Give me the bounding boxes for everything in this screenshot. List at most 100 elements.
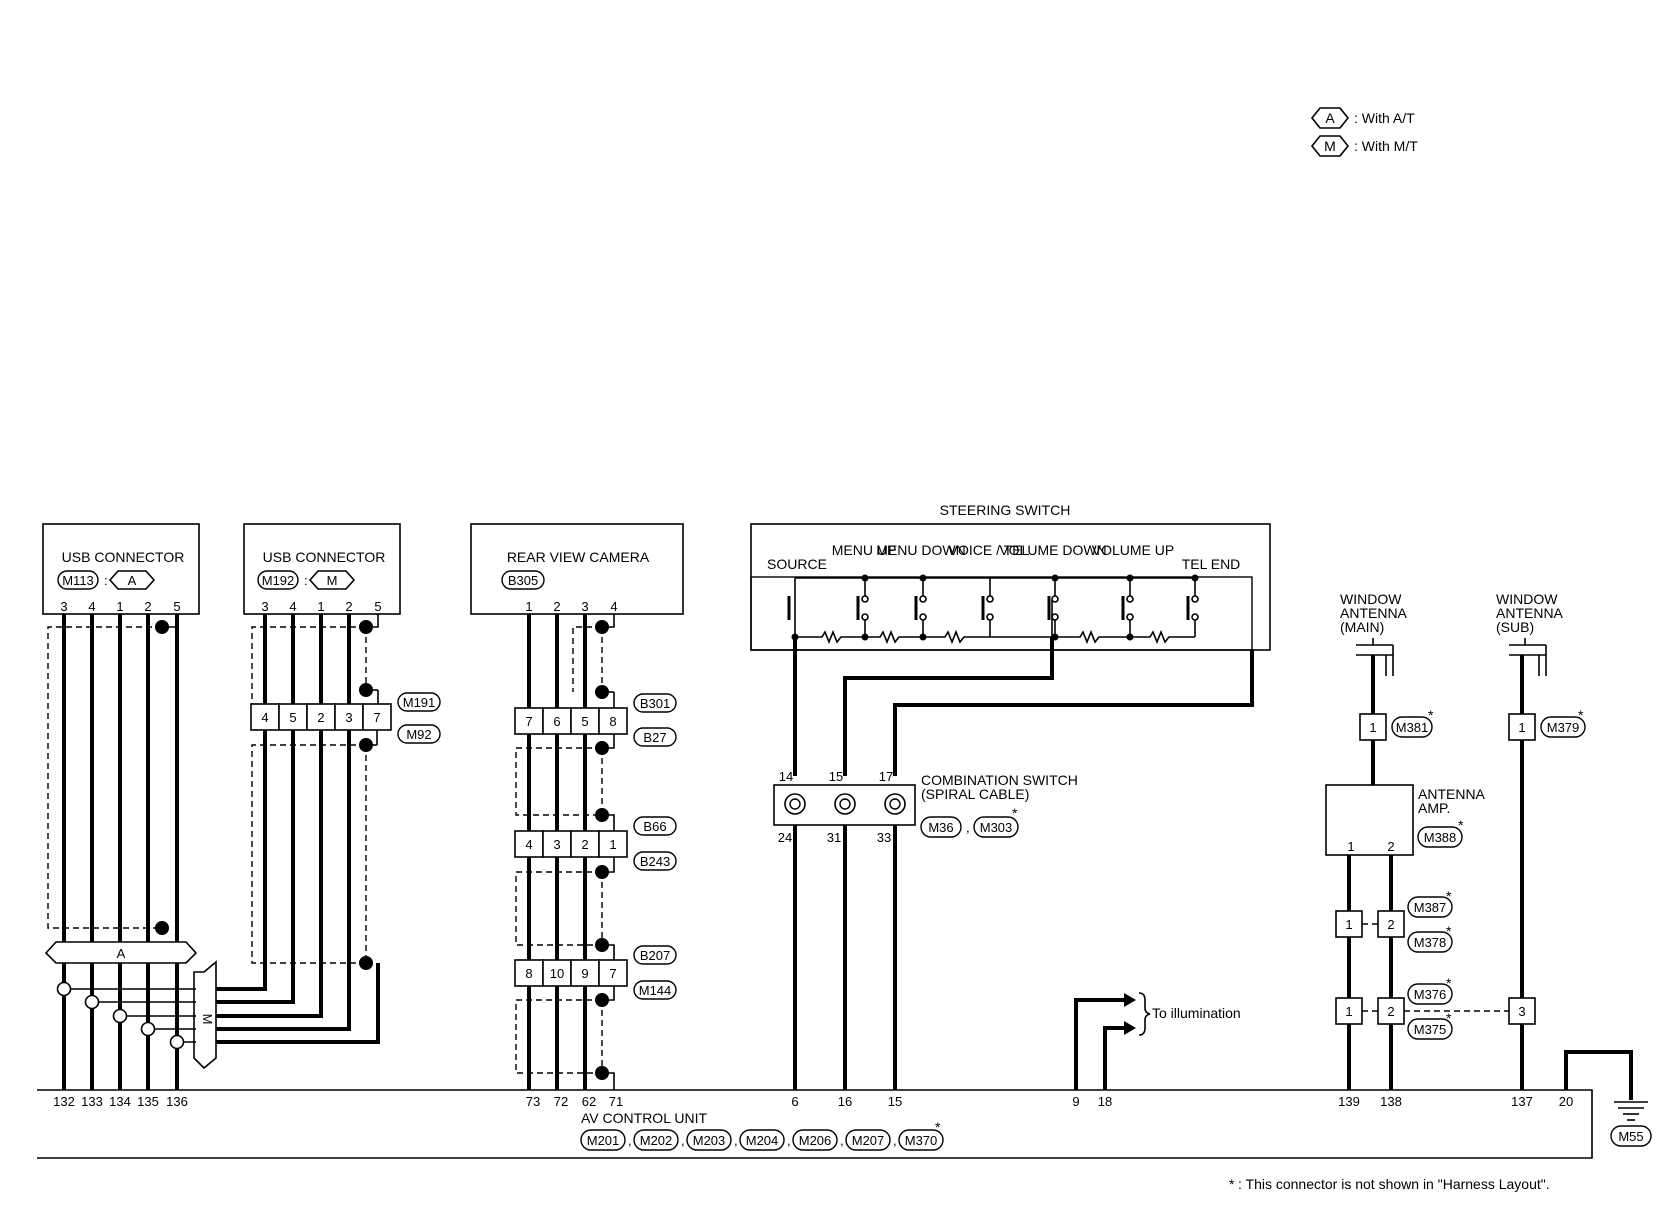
av-connector: M204 [746,1133,779,1148]
av-pin: 139 [1338,1094,1360,1109]
camera-connector: B305 [508,573,538,588]
combo-subtitle: (SPIRAL CABLE) [921,786,1029,802]
usb2-pin: 2 [345,599,352,614]
combo-comma: , [966,820,970,835]
combo-bottom-pin: 24 [778,830,792,845]
av-pin: 71 [609,1094,623,1109]
camera-pin: 3 [581,599,588,614]
usb1-variant: A [128,573,137,588]
harness-a-splices [56,981,196,1050]
b27-label: B27 [643,730,666,745]
m376-pin: 1 [1345,1004,1352,1019]
usb1-box [42,523,200,615]
m92-label: M92 [406,727,431,742]
camera-wiring: 7 6 5 8 B301 B27 4 3 2 1 B66 B243 [514,614,677,1090]
b301-label: B301 [640,696,670,711]
camera-title: REAR VIEW CAMERA [507,549,650,565]
usb2-title: USB CONNECTOR [263,549,386,565]
antenna-amp: 1 2 ANTENNA AMP. M388 * [1325,784,1486,856]
av-connector: M370 [905,1133,938,1148]
usb1-pin: 4 [88,599,95,614]
m191-pin: 3 [345,710,352,725]
m191-pin: 4 [261,710,268,725]
b243-label: B243 [640,854,670,869]
amp-connector: M388 [1424,830,1457,845]
m376-label: M376 [1414,987,1447,1002]
m191-pin: 7 [373,710,380,725]
av-pin: 20 [1559,1094,1573,1109]
switch-tel-end: TEL END [1182,556,1241,572]
wa-sub-pin: 1 [1518,720,1525,735]
camera-pin: 1 [525,599,532,614]
steering-contacts [787,574,1199,645]
window-antenna-main: WINDOW ANTENNA (MAIN) 1 M381 * [1340,591,1434,785]
wa-sub-title3: (SUB) [1496,619,1534,635]
av-pin: 6 [791,1094,798,1109]
usb-connector-mt: USB CONNECTOR M192 : M 3 4 1 2 5 [243,523,401,615]
switch-volume-up: VOLUME UP [1092,542,1174,558]
legend-a-text: : With A/T [1354,110,1415,126]
usb1-connector: M113 [62,573,94,588]
usb1-pin: 2 [144,599,151,614]
usb1-colon: : [104,573,108,588]
legend-m-text: : With M/T [1354,138,1418,154]
m144-label: M144 [639,983,672,998]
b301-pin: 5 [581,714,588,729]
av-connector: M207 [852,1133,885,1148]
switch-menu-down: MENU DOWN [876,542,965,558]
amp-pin: 2 [1387,839,1394,854]
av-pin: 133 [81,1094,103,1109]
av-connector: M201 [587,1133,620,1148]
joint-m191: 4 5 2 3 7 M191 M92 [250,692,441,744]
usb1-pin: 5 [173,599,180,614]
av-pin: 137 [1511,1094,1533,1109]
b207-label: B207 [640,948,670,963]
av-connector: M203 [693,1133,726,1148]
wa-sub-title: WINDOW [1496,591,1558,607]
m191-pin: 5 [289,710,296,725]
asterisk: * [1012,805,1018,821]
wa-main-connector: M381 [1396,720,1429,735]
switch-source: SOURCE [767,556,827,572]
steering-switch: STEERING SWITCH SOURCE MENU UP MENU DOWN… [750,502,1271,651]
asterisk: * [935,1119,941,1135]
m387-pin: 2 [1387,917,1394,932]
combo-title: COMBINATION SWITCH [921,772,1078,788]
av-comma: , [734,1133,738,1148]
wa-sub-connector: M379 [1547,720,1580,735]
rear-view-camera: REAR VIEW CAMERA B305 1 2 3 4 [470,523,684,615]
av-pin: 132 [53,1094,75,1109]
footnote-text: : This connector is not shown in "Harnes… [1238,1176,1550,1192]
asterisk: * [1446,888,1452,904]
antenna-wiring: 1 2 M387 * M378 * 1 2 3 M376 * M375 * [1335,855,1536,1090]
usb2-variant: M [327,573,338,588]
combo-bottom-pin: 31 [827,830,841,845]
harness-m: M [193,960,217,1070]
amp-pin: 1 [1347,839,1354,854]
legend-a-code: A [1325,110,1335,126]
b301-pin: 6 [553,714,560,729]
usb1-wiring [47,614,179,1090]
usb2-variant-tag [308,570,356,590]
legend-a-tag [1310,107,1350,129]
steering-inner-frame [750,576,1253,651]
joint-b301: 7 6 5 8 B301 B27 [514,693,677,747]
av-title: AV CONTROL UNIT [581,1110,707,1126]
usb2-wiring: 4 5 2 3 7 M191 M92 [216,614,441,1044]
steering-title: STEERING SWITCH [940,502,1071,518]
switch-menu-up: MENU UP [832,542,897,558]
amp-title: ANTENNA [1418,786,1486,802]
asterisk: * [1446,975,1452,991]
av-pin: 134 [109,1094,131,1109]
switch-voice-tel: VOICE / TEL [949,542,1030,558]
wa-sub-title2: ANTENNA [1496,605,1564,621]
av-comma: , [628,1133,632,1148]
wa-main-title3: (MAIN) [1340,619,1384,635]
legend: A : With A/T M : With M/T [1310,107,1418,157]
harness-a: A [44,941,198,964]
usb2-connector: M192 [262,573,295,588]
b207-pin: 8 [525,966,532,981]
av-pin: 62 [582,1094,596,1109]
ground-m55: M55 [1564,1050,1652,1147]
m375-label: M375 [1414,1022,1447,1037]
